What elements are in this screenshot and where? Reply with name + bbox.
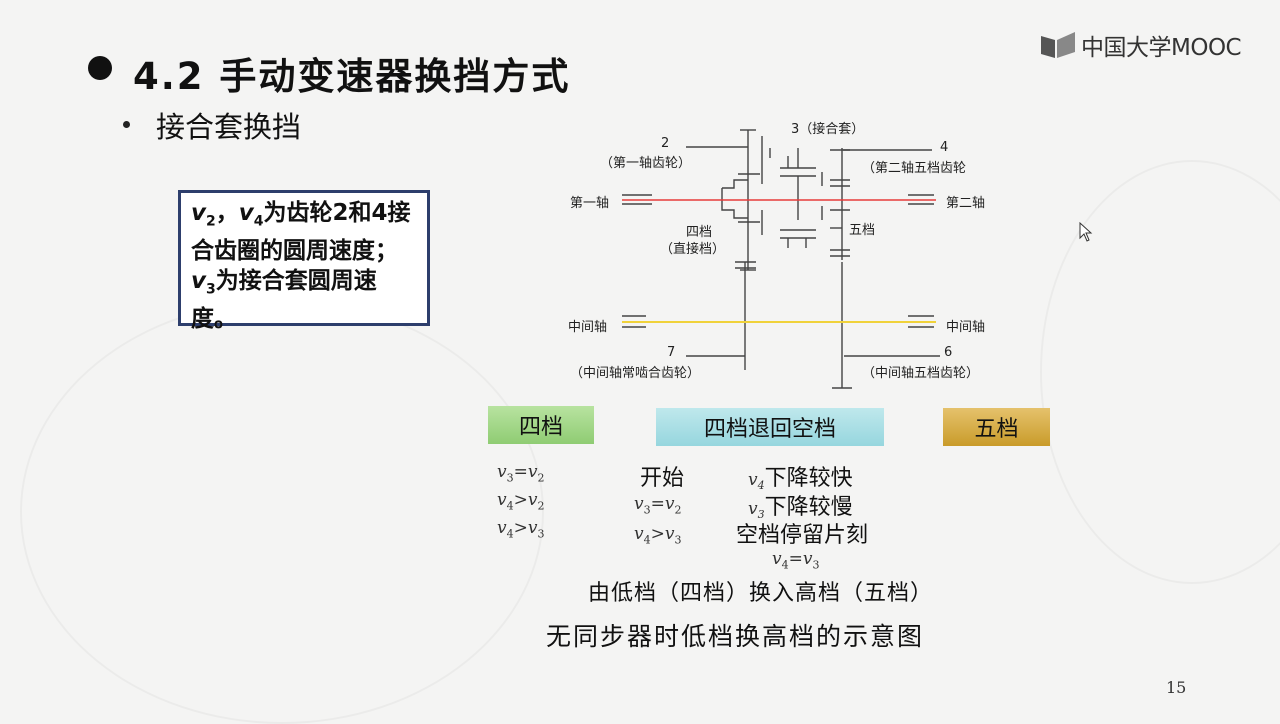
stage-fifth-gear: 五档: [943, 408, 1050, 446]
title-bullet: [88, 56, 112, 80]
relation-col2-row2: v4>v3: [634, 524, 682, 547]
var-subscript: 2: [206, 213, 216, 230]
var-v: v: [191, 200, 206, 226]
definition-text: 为齿轮2和4接合齿圈的圆周速度: [191, 200, 411, 265]
label-fifth-gear: 五档: [849, 223, 876, 238]
label-gear-7-desc: （中间轴常啮合齿轮）: [570, 366, 701, 381]
definition-text: 为接合套圆周速度。: [191, 267, 377, 332]
mooc-logo-icon: [1041, 32, 1075, 58]
definition-box: v2，v4为齿轮2和4接合齿圈的圆周速度；v3为接合套圆周速度。: [178, 190, 430, 332]
label-second-shaft: 第二轴: [946, 196, 986, 211]
background-decoration: [1040, 160, 1280, 584]
note-neutral-pause: 空档停留片刻: [736, 523, 869, 548]
label-gear-2-desc: （第一轴齿轮）: [600, 156, 692, 171]
label-gear-7: 7: [667, 345, 676, 360]
slide-title: 4.2 手动变速器换挡方式: [133, 55, 571, 98]
label-mid-shaft-left: 中间轴: [568, 320, 608, 335]
label-direct-gear: （直接档）: [660, 242, 726, 257]
gearbox-diagram: 2 （第一轴齿轮） 3（接合套） 4 （第二轴五档齿轮 第一轴 第二轴 四档 （…: [560, 110, 1020, 400]
slide-subtitle: 接合套换挡: [156, 110, 302, 144]
var-subscript: 4: [253, 213, 264, 230]
note-v3-falls-slower: v3下降较慢: [748, 495, 853, 522]
label-sleeve-3: 3（接合套）: [791, 122, 865, 137]
var-subscript: 3: [206, 281, 216, 298]
label-gear-2: 2: [661, 136, 670, 151]
note-v4-falls-faster: v4下降较快: [748, 466, 853, 493]
figure-caption: 无同步器时低档换高档的示意图: [546, 622, 925, 651]
mooc-logo: 中国大学MOOC: [1041, 28, 1242, 62]
label-gear-4-desc: （第二轴五档齿轮: [862, 161, 967, 176]
relation-col2-row1: v3=v2: [634, 494, 682, 517]
stage-neutral: 四档退回空档: [656, 408, 884, 446]
var-v: v: [191, 267, 206, 294]
relation-col1-row1: v3=v2: [497, 462, 545, 485]
relation-col1-row3: v4>v3: [497, 518, 545, 541]
label-start: 开始: [640, 466, 685, 491]
label-gear-6: 6: [944, 345, 953, 360]
var-v: v: [238, 200, 254, 226]
gearbox-drawing: [622, 129, 940, 389]
label-fourth-gear: 四档: [686, 225, 713, 240]
label-gear-4: 4: [940, 140, 949, 155]
relation-col1-row2: v4>v2: [497, 490, 545, 513]
page-number: 15: [1166, 678, 1187, 697]
mouse-cursor-icon: [1079, 221, 1093, 246]
label-first-shaft: 第一轴: [570, 196, 610, 211]
stage-fourth-gear: 四档: [488, 406, 594, 444]
subtitle-bullet: [123, 121, 130, 128]
label-mid-shaft-right: 中间轴: [946, 320, 986, 335]
mooc-logo-text: 中国大学MOOC: [1081, 35, 1242, 61]
caption-shift-description: 由低档（四档）换入高档（五档）: [588, 581, 934, 606]
relation-col3-eq: v4=v3: [772, 549, 820, 572]
label-gear-6-desc: （中间轴五档齿轮）: [862, 366, 980, 381]
background-decoration: [20, 300, 544, 724]
definition-text: ；: [375, 238, 398, 265]
separator: ，: [215, 200, 239, 226]
